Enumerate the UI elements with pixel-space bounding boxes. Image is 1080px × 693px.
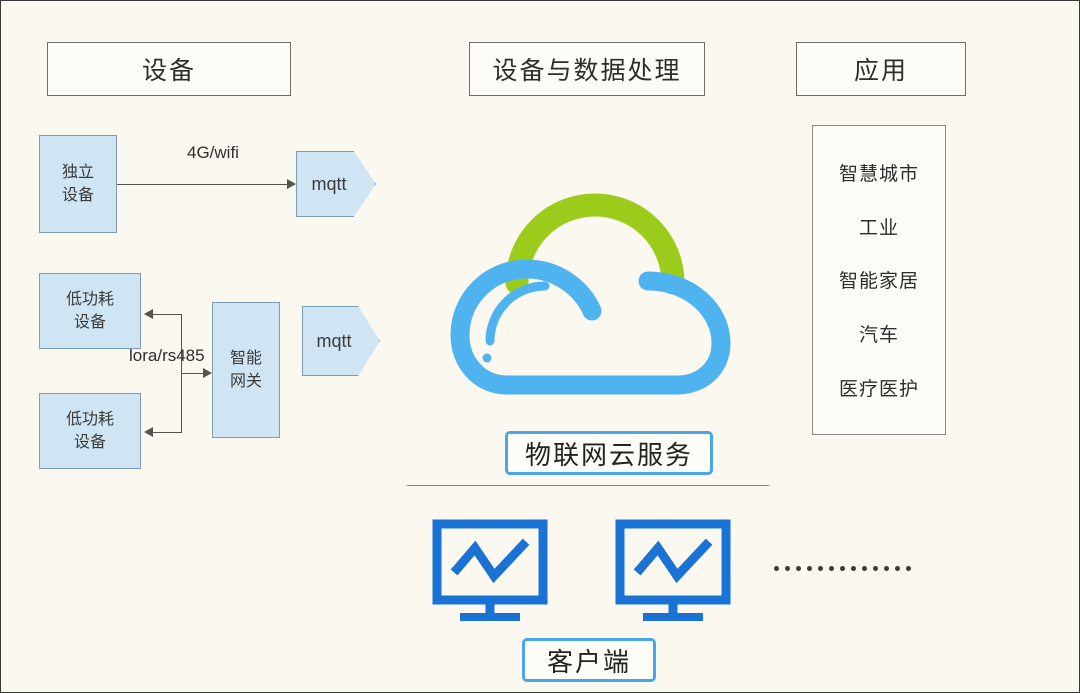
ellipsis-dot (884, 566, 889, 571)
section-header-devices: 设备 (47, 42, 291, 96)
ellipsis-dot (818, 566, 823, 571)
section-header-apps-label: 应用 (853, 57, 908, 85)
client-monitor-2[interactable] (614, 519, 732, 624)
device-box-low-power-2[interactable]: 低功耗 设备 (39, 393, 141, 469)
device-label-line1: 低功耗 (65, 290, 114, 308)
application-item-smart-home[interactable]: 智能家居 (839, 266, 919, 293)
ellipsis-dot (829, 566, 834, 571)
edge-label-wireless-text: 4G/wifi (187, 143, 239, 162)
application-item-automotive[interactable]: 汽车 (859, 320, 899, 347)
cloud-service-label-box[interactable]: 物联网云服务 (505, 431, 713, 475)
device-label-line2: 设备 (73, 314, 106, 331)
application-item-smart-city[interactable]: 智慧城市 (839, 159, 919, 186)
application-item-label: 汽车 (858, 325, 899, 347)
device-label-line2: 设备 (61, 187, 94, 204)
cloud-service-label-text: 物联网云服务 (524, 439, 693, 470)
section-header-apps: 应用 (796, 42, 966, 96)
client-label-box[interactable]: 客户端 (522, 638, 656, 682)
ellipsis-dot (895, 566, 900, 571)
connector-standalone-to-mqtt (117, 184, 295, 185)
device-label-line1: 低功耗 (65, 410, 114, 428)
device-box-smart-gateway[interactable]: 智能 网关 (212, 302, 280, 438)
ellipsis-dot (785, 566, 790, 571)
protocol-label-mqtt-bottom: mqtt (316, 330, 352, 351)
application-item-label: 智慧城市 (838, 163, 919, 185)
device-box-standalone[interactable]: 独立 设备 (39, 135, 117, 233)
section-header-processing: 设备与数据处理 (469, 42, 705, 96)
application-item-label: 医疗医护 (838, 379, 919, 401)
connector-bus-to-lowpower-1 (153, 314, 182, 315)
application-item-healthcare[interactable]: 医疗医护 (839, 374, 919, 401)
device-label-line2: 设备 (73, 434, 106, 451)
protocol-shape-mqtt-top[interactable]: mqtt (296, 151, 376, 217)
ellipsis-dot (873, 566, 878, 571)
section-header-processing-label: 设备与数据处理 (492, 57, 682, 85)
device-label-line1: 独立 (61, 163, 94, 181)
protocol-label-mqtt-top: mqtt (311, 173, 347, 194)
client-label-text: 客户端 (546, 646, 631, 677)
connector-bus-to-gateway (181, 373, 210, 374)
ellipsis-dot (796, 566, 801, 571)
application-item-label: 智能家居 (838, 271, 919, 293)
ellipsis-dot (840, 566, 845, 571)
edge-label-wired: lora/rs485 (129, 346, 205, 366)
connector-bus-to-lowpower-2 (153, 432, 182, 433)
client-monitor-1[interactable] (431, 519, 549, 624)
application-item-industry[interactable]: 工业 (859, 213, 899, 240)
arrowhead-bus-to-lowpower-1 (144, 309, 153, 319)
ellipsis-dot (851, 566, 856, 571)
edge-label-wireless: 4G/wifi (187, 143, 239, 163)
application-item-label: 工业 (858, 217, 899, 239)
device-label-line2: 网关 (229, 373, 262, 390)
ellipsis-dot (862, 566, 867, 571)
protocol-shape-mqtt-bottom[interactable]: mqtt (302, 306, 380, 376)
client-ellipsis (774, 566, 911, 571)
arrowhead-bus-to-gateway (203, 368, 212, 378)
ellipsis-dot (774, 566, 779, 571)
section-divider (407, 485, 769, 486)
arrowhead-bus-to-lowpower-2 (144, 427, 153, 437)
arrowhead-standalone-to-mqtt (287, 179, 296, 189)
device-box-low-power-1[interactable]: 低功耗 设备 (39, 273, 141, 349)
section-header-devices-label: 设备 (141, 57, 196, 85)
ellipsis-dot (906, 566, 911, 571)
device-label-line1: 智能 (229, 349, 262, 367)
cloud-icon (445, 183, 745, 403)
edge-label-wired-text: lora/rs485 (129, 346, 205, 365)
ellipsis-dot (807, 566, 812, 571)
application-panel: 智慧城市 工业 智能家居 汽车 医疗医护 (812, 125, 946, 435)
